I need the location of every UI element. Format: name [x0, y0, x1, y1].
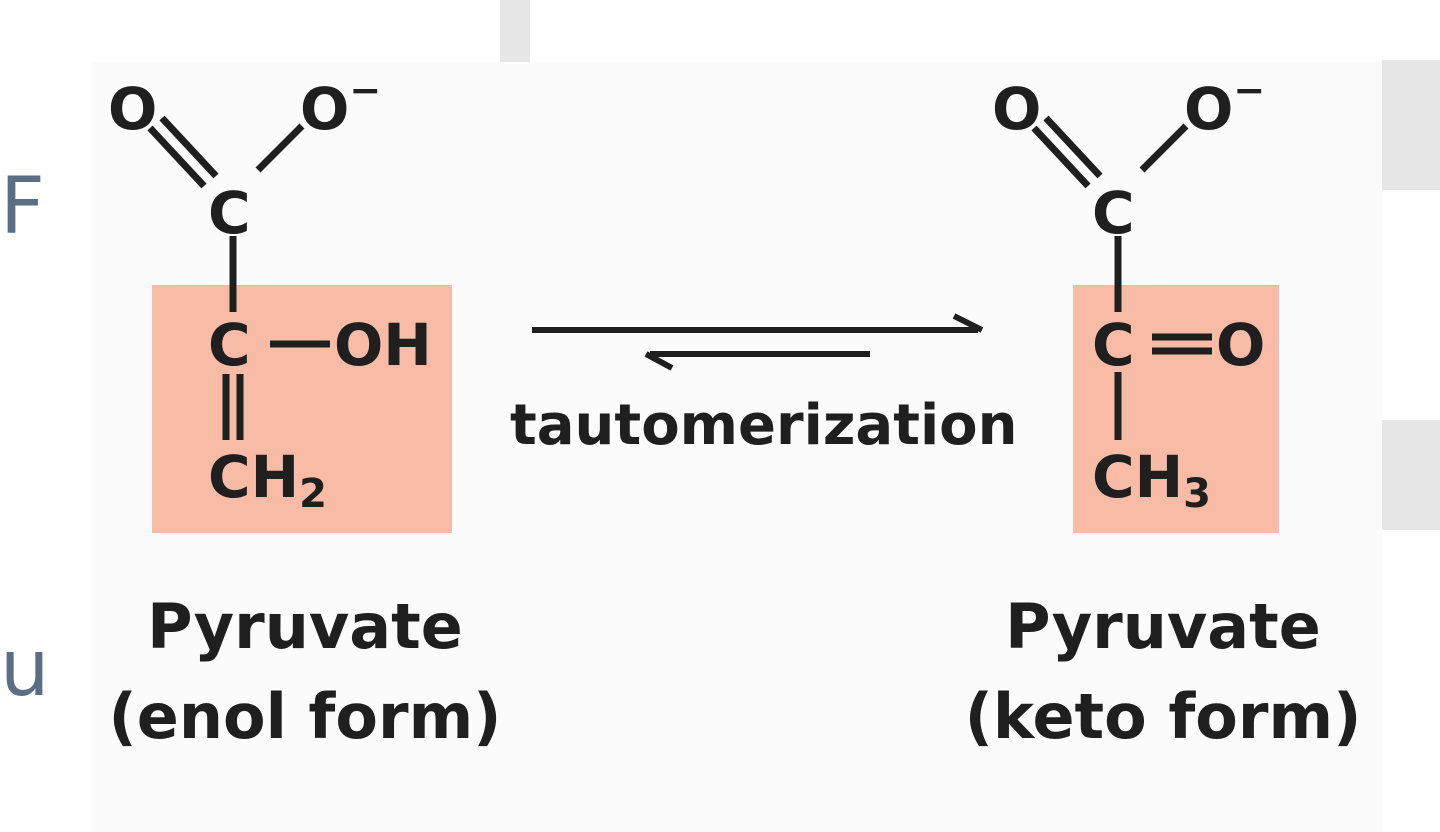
- keto-highlight-box: [1073, 285, 1279, 533]
- keto-name-line1: Pyruvate: [1005, 590, 1321, 663]
- enol-name: Pyruvate (enol form): [100, 582, 510, 762]
- enol-ch2-base: CH: [208, 443, 300, 511]
- keto-atom-c-carboxyl: C: [1092, 179, 1135, 247]
- enol-bond-c-o-double-b: [159, 115, 219, 179]
- enol-ch2-subscript: 2: [299, 471, 327, 517]
- slide-text-fragment-lower: u: [0, 624, 50, 714]
- enol-atom-ch2: CH2: [208, 448, 327, 514]
- background-shape-right-lower: [1382, 420, 1440, 530]
- keto-bond-c-o-double-a: [1031, 125, 1091, 189]
- keto-bond-c-o-single: [1139, 123, 1189, 173]
- background-shape-right-upper: [1382, 60, 1440, 190]
- keto-atom-o-single-symbol: O: [1184, 75, 1234, 143]
- keto-ch3-subscript: 3: [1183, 471, 1211, 517]
- keto-name: Pyruvate (keto form): [958, 582, 1368, 762]
- forward-arrow-barb: [952, 313, 984, 333]
- keto-bond-c-o-double-b: [1043, 115, 1103, 179]
- enol-atom-o-double: O: [108, 75, 158, 143]
- enol-name-line1: Pyruvate: [147, 590, 463, 663]
- enol-name-line2: (enol form): [108, 679, 502, 753]
- enol-atom-o-single-symbol: O: [300, 75, 350, 143]
- keto-atom-o-keto: O: [1216, 311, 1266, 379]
- enol-bond-c-o-double-a: [147, 125, 207, 189]
- keto-atom-c-middle: C: [1092, 311, 1135, 379]
- enol-atom-c-carboxyl: C: [208, 179, 251, 247]
- keto-atom-ch3: CH3: [1092, 448, 1211, 514]
- enol-atom-c-middle: C: [208, 311, 251, 379]
- enol-atom-oh: OH: [334, 311, 432, 379]
- reaction-label: tautomerization: [510, 393, 1018, 458]
- slide-text-fragment-upper: F: [0, 162, 45, 252]
- keto-ch3-base: CH: [1092, 443, 1184, 511]
- reverse-arrow-barb: [644, 351, 674, 371]
- background-shape-top: [500, 0, 530, 62]
- keto-negative-charge: −: [1233, 68, 1266, 112]
- enol-negative-charge: −: [349, 68, 382, 112]
- keto-atom-o-single: O−: [1184, 71, 1265, 138]
- enol-atom-o-single: O−: [300, 71, 381, 138]
- keto-atom-o-double: O: [992, 75, 1042, 143]
- keto-name-line2: (keto form): [964, 679, 1362, 753]
- enol-bond-c-o-single: [255, 123, 305, 173]
- enol-highlight-box: [152, 285, 452, 533]
